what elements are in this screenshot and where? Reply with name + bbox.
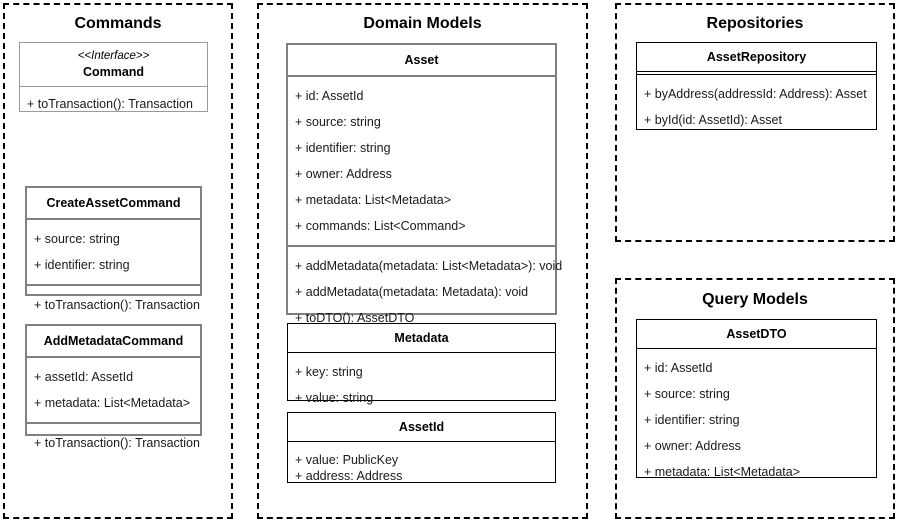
class-addmetadatacommand[interactable]: AddMetadataCommand + assetId: AssetId + … xyxy=(25,324,202,450)
class-name-metadata: Metadata xyxy=(394,331,449,345)
class-attribute-row: + identifier: string xyxy=(644,413,740,427)
class-separator xyxy=(637,71,876,72)
class-metadata[interactable]: Metadata + key: string + value: string xyxy=(287,323,556,405)
class-header-command: <<Interface>> Command xyxy=(20,43,207,86)
class-assetrepository[interactable]: AssetRepository + byAddress(addressId: A… xyxy=(636,42,877,130)
class-attribute-row: + key: string xyxy=(295,365,363,379)
class-assetid[interactable]: AssetId + value: PublicKey + address: Ad… xyxy=(287,412,556,483)
class-attribute-row: + owner: Address xyxy=(295,167,392,181)
class-method-row: + byId(id: AssetId): Asset xyxy=(644,113,782,127)
class-attribute-row: + metadata: List<Metadata> xyxy=(295,193,452,207)
class-stereotype-command: <<Interface>> xyxy=(77,50,150,62)
class-attribute-row: + identifier: string xyxy=(34,258,130,272)
class-attribute-row: + value: PublicKey xyxy=(295,453,399,467)
class-separator xyxy=(288,441,555,442)
class-attribute-row: + value: string xyxy=(295,391,374,405)
class-methods-createassetcommand: + toTransaction(): Transaction xyxy=(27,286,200,324)
class-attribute-row: + id: AssetId xyxy=(644,361,713,375)
class-name-assetid: AssetId xyxy=(398,420,445,434)
class-header-asset: Asset xyxy=(288,45,555,75)
class-header-assetdto: AssetDTO xyxy=(637,320,876,348)
class-attribute-row: + source: string xyxy=(34,232,120,246)
class-separator xyxy=(27,356,200,358)
class-attributes-assetid: + value: PublicKey + address: Address xyxy=(288,442,555,494)
class-method-row: + addMetadata(metadata: Metadata): void xyxy=(295,285,529,299)
class-separator xyxy=(27,218,200,220)
class-attribute-row: + owner: Address xyxy=(644,439,741,453)
class-methods-command: + toTransaction(): Transaction xyxy=(20,87,207,121)
class-header-assetid: AssetId xyxy=(288,413,555,441)
class-separator xyxy=(20,86,207,87)
class-separator xyxy=(27,284,200,286)
class-separator xyxy=(637,348,876,349)
class-name-assetdto: AssetDTO xyxy=(726,327,787,341)
class-name-assetrepository: AssetRepository xyxy=(706,50,807,64)
package-title-repositories: Repositories xyxy=(706,15,804,32)
class-attributes-metadata: + key: string + value: string xyxy=(288,353,555,417)
class-method-row: + toTransaction(): Transaction xyxy=(27,97,193,111)
class-name-addmetadatacommand: AddMetadataCommand xyxy=(43,334,184,348)
class-attribute-row: + source: string xyxy=(295,115,381,129)
class-assetdto[interactable]: AssetDTO + id: AssetId + source: string … xyxy=(636,319,877,479)
class-attribute-row: + metadata: List<Metadata> xyxy=(644,465,801,479)
class-methods-addmetadatacommand: + toTransaction(): Transaction xyxy=(27,424,200,462)
class-method-row: + byAddress(addressId: Address): Asset xyxy=(644,87,867,101)
class-attributes-addmetadatacommand: + assetId: AssetId + metadata: List<Meta… xyxy=(27,358,200,422)
class-attribute-row: + metadata: List<Metadata> xyxy=(34,396,191,410)
class-method-row: + toDTO(): AssetDTO xyxy=(295,311,415,325)
class-createassetcommand[interactable]: CreateAssetCommand + source: string + id… xyxy=(25,186,202,312)
class-attributes-asset: + id: AssetId + source: string + identif… xyxy=(288,77,555,245)
class-attribute-row: + identifier: string xyxy=(295,141,391,155)
class-command[interactable]: <<Interface>> Command + toTransaction():… xyxy=(19,42,208,112)
class-method-row: + addMetadata(metadata: List<Metadata>):… xyxy=(295,259,563,273)
class-header-assetrepository: AssetRepository xyxy=(637,43,876,71)
class-attribute-row: + assetId: AssetId xyxy=(34,370,134,384)
class-separator xyxy=(288,75,555,77)
package-title-domain-models: Domain Models xyxy=(363,15,482,32)
class-separator xyxy=(27,422,200,424)
class-name-createassetcommand: CreateAssetCommand xyxy=(46,196,181,210)
class-attribute-row: + source: string xyxy=(644,387,730,401)
package-title-commands: Commands xyxy=(74,15,162,32)
class-attribute-row: + id: AssetId xyxy=(295,89,364,103)
class-name-command: Command xyxy=(82,65,145,79)
class-attributes-assetdto: + id: AssetId + source: string + identif… xyxy=(637,349,876,491)
class-name-asset: Asset xyxy=(404,53,439,67)
class-separator xyxy=(288,245,555,247)
class-attributes-createassetcommand: + source: string + identifier: string xyxy=(27,220,200,284)
class-asset[interactable]: Asset + id: AssetId + source: string + i… xyxy=(286,43,562,325)
class-attribute-row: + commands: List<Command> xyxy=(295,219,466,233)
class-header-createassetcommand: CreateAssetCommand xyxy=(27,188,200,218)
package-title-query-models: Query Models xyxy=(702,291,808,308)
class-methods-asset: + addMetadata(metadata: List<Metadata>):… xyxy=(288,247,563,337)
class-methods-assetrepository: + byAddress(addressId: Address): Asset +… xyxy=(637,75,876,139)
class-method-row: + toTransaction(): Transaction xyxy=(34,298,200,312)
class-attribute-row: + address: Address xyxy=(295,469,403,483)
class-separator xyxy=(288,352,555,353)
class-method-row: + toTransaction(): Transaction xyxy=(34,436,200,450)
class-separator xyxy=(637,74,876,75)
class-header-metadata: Metadata xyxy=(288,324,555,352)
class-header-addmetadatacommand: AddMetadataCommand xyxy=(27,326,200,356)
